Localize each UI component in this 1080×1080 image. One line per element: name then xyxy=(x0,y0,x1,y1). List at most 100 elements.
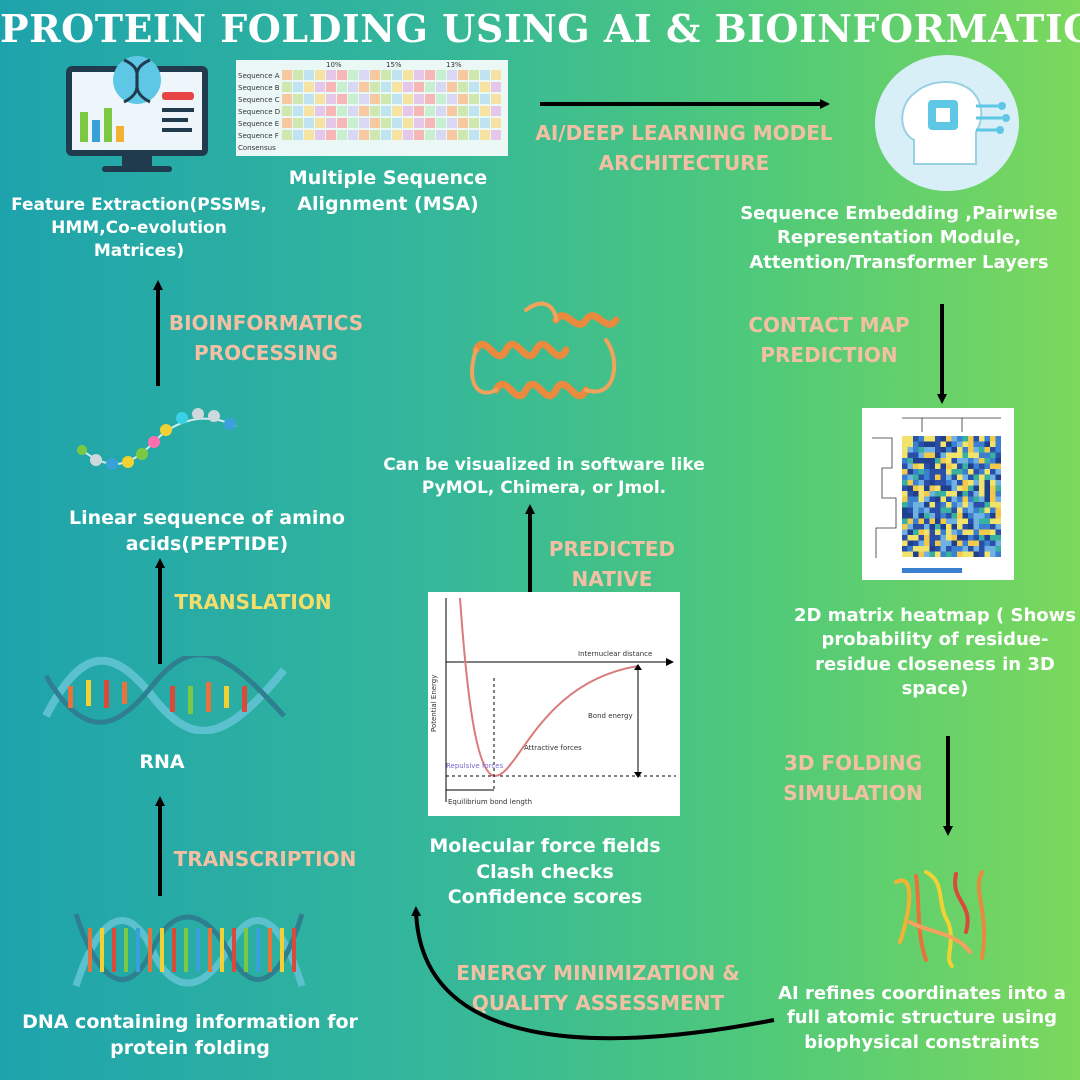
msa-cell xyxy=(392,130,402,140)
heatmap-cell xyxy=(968,463,974,469)
heatmap-cell xyxy=(990,436,996,442)
heatmap-cell xyxy=(946,485,952,491)
heatmap-cell xyxy=(935,507,941,513)
heatmap-cell xyxy=(979,480,985,486)
msa-cell xyxy=(348,106,358,116)
heatmap-cell xyxy=(929,447,935,453)
heatmap-cell xyxy=(924,452,930,458)
heatmap-cell xyxy=(918,447,924,453)
msa-row-label: Sequence D xyxy=(238,108,280,116)
msa-row-label: Sequence F xyxy=(238,132,279,140)
heatmap-cell xyxy=(973,540,979,546)
heatmap-cell xyxy=(973,529,979,535)
msa-cell xyxy=(348,82,358,92)
heatmap-cell xyxy=(929,496,935,502)
heatmap-cell xyxy=(962,529,968,535)
heatmap-cell xyxy=(913,551,919,557)
heatmap-cell xyxy=(902,502,908,508)
computer-dna-icon xyxy=(66,56,208,172)
msa-cell xyxy=(447,94,457,104)
linear-sequence-label: Linear sequence of amino acids(PEPTIDE) xyxy=(69,507,345,555)
heatmap-cell xyxy=(902,436,908,442)
page-title: PROTEIN FOLDING USING AI & BIOINFORMATIC… xyxy=(0,6,1080,51)
heatmap-cell xyxy=(973,436,979,442)
heatmap-cell xyxy=(962,485,968,491)
heatmap-cell xyxy=(979,507,985,513)
msa-cell xyxy=(414,70,424,80)
heatmap-cell xyxy=(951,452,957,458)
heatmap-cell xyxy=(946,546,952,552)
heatmap-cell xyxy=(962,452,968,458)
heatmap-cell xyxy=(929,540,935,546)
heatmap-cell xyxy=(951,507,957,513)
heatmap-cell xyxy=(918,546,924,552)
heatmap-cell xyxy=(929,535,935,541)
msa-cell xyxy=(436,70,446,80)
rna-helix-icon xyxy=(42,656,288,734)
heatmap-cell xyxy=(940,524,946,530)
heatmap-cell xyxy=(957,491,963,497)
heatmap-cell xyxy=(902,480,908,486)
heatmap-cell xyxy=(924,502,930,508)
heatmap-cell xyxy=(907,474,913,480)
heatmap-cell xyxy=(929,436,935,442)
heatmap-cell xyxy=(907,507,913,513)
heatmap-cell xyxy=(907,535,913,541)
heatmap-cell xyxy=(902,518,908,524)
heatmap-cell xyxy=(990,551,996,557)
heatmap-cell xyxy=(979,513,985,519)
heatmap-cell xyxy=(924,535,930,541)
heatmap-cell xyxy=(979,441,985,447)
heatmap-cell xyxy=(907,485,913,491)
heatmap-cell xyxy=(968,496,974,502)
heatmap-cell xyxy=(929,452,935,458)
msa-cell xyxy=(304,82,314,92)
dna-rung xyxy=(100,928,104,972)
msa-cell xyxy=(282,130,292,140)
dna-rung xyxy=(268,928,272,972)
heatmap-cell xyxy=(957,480,963,486)
heatmap-cell xyxy=(918,491,924,497)
heatmap-cell xyxy=(990,496,996,502)
heatmap-cell xyxy=(951,447,957,453)
heatmap-cell xyxy=(946,496,952,502)
msa-cell xyxy=(480,130,490,140)
msa-cell xyxy=(282,94,292,104)
heatmap-cell xyxy=(924,458,930,464)
heatmap-cell xyxy=(951,480,957,486)
heatmap-cell xyxy=(962,496,968,502)
heatmap-cell xyxy=(946,551,952,557)
msa-cell xyxy=(282,70,292,80)
heatmap-cell xyxy=(968,513,974,519)
heatmap-cell xyxy=(940,529,946,535)
heatmap-cell xyxy=(984,502,990,508)
dna-rung xyxy=(244,928,248,972)
heatmap-cell xyxy=(918,474,924,480)
heatmap-cell xyxy=(907,447,913,453)
heatmap-cell xyxy=(951,491,957,497)
msa-cell xyxy=(436,118,446,128)
heatmap-cell xyxy=(935,518,941,524)
heatmap-cell xyxy=(924,513,930,519)
msa-cell xyxy=(381,70,391,80)
heatmap-cell xyxy=(984,452,990,458)
heatmap-cell xyxy=(913,529,919,535)
heatmap-cell xyxy=(935,447,941,453)
heatmap-cell xyxy=(962,458,968,464)
heatmap-cell xyxy=(940,485,946,491)
msa-cell xyxy=(403,118,413,128)
msa-row-label: Sequence A xyxy=(238,72,280,80)
heatmap-cell xyxy=(984,546,990,552)
energy-plot: Potential Energy Internuclear distance B… xyxy=(428,592,680,816)
force-fields-label: Molecular force fields Clash checks Conf… xyxy=(429,835,661,909)
msa-consensus-label: Consensus xyxy=(238,144,276,152)
msa-cell xyxy=(414,94,424,104)
heatmap-cell xyxy=(929,480,935,486)
heatmap-cell xyxy=(984,485,990,491)
heatmap-cell xyxy=(995,480,1001,486)
msa-label: Multiple Sequence Alignment (MSA) xyxy=(288,167,488,215)
heatmap-cell xyxy=(984,496,990,502)
heatmap-cell xyxy=(951,551,957,557)
heatmap-cell xyxy=(979,518,985,524)
